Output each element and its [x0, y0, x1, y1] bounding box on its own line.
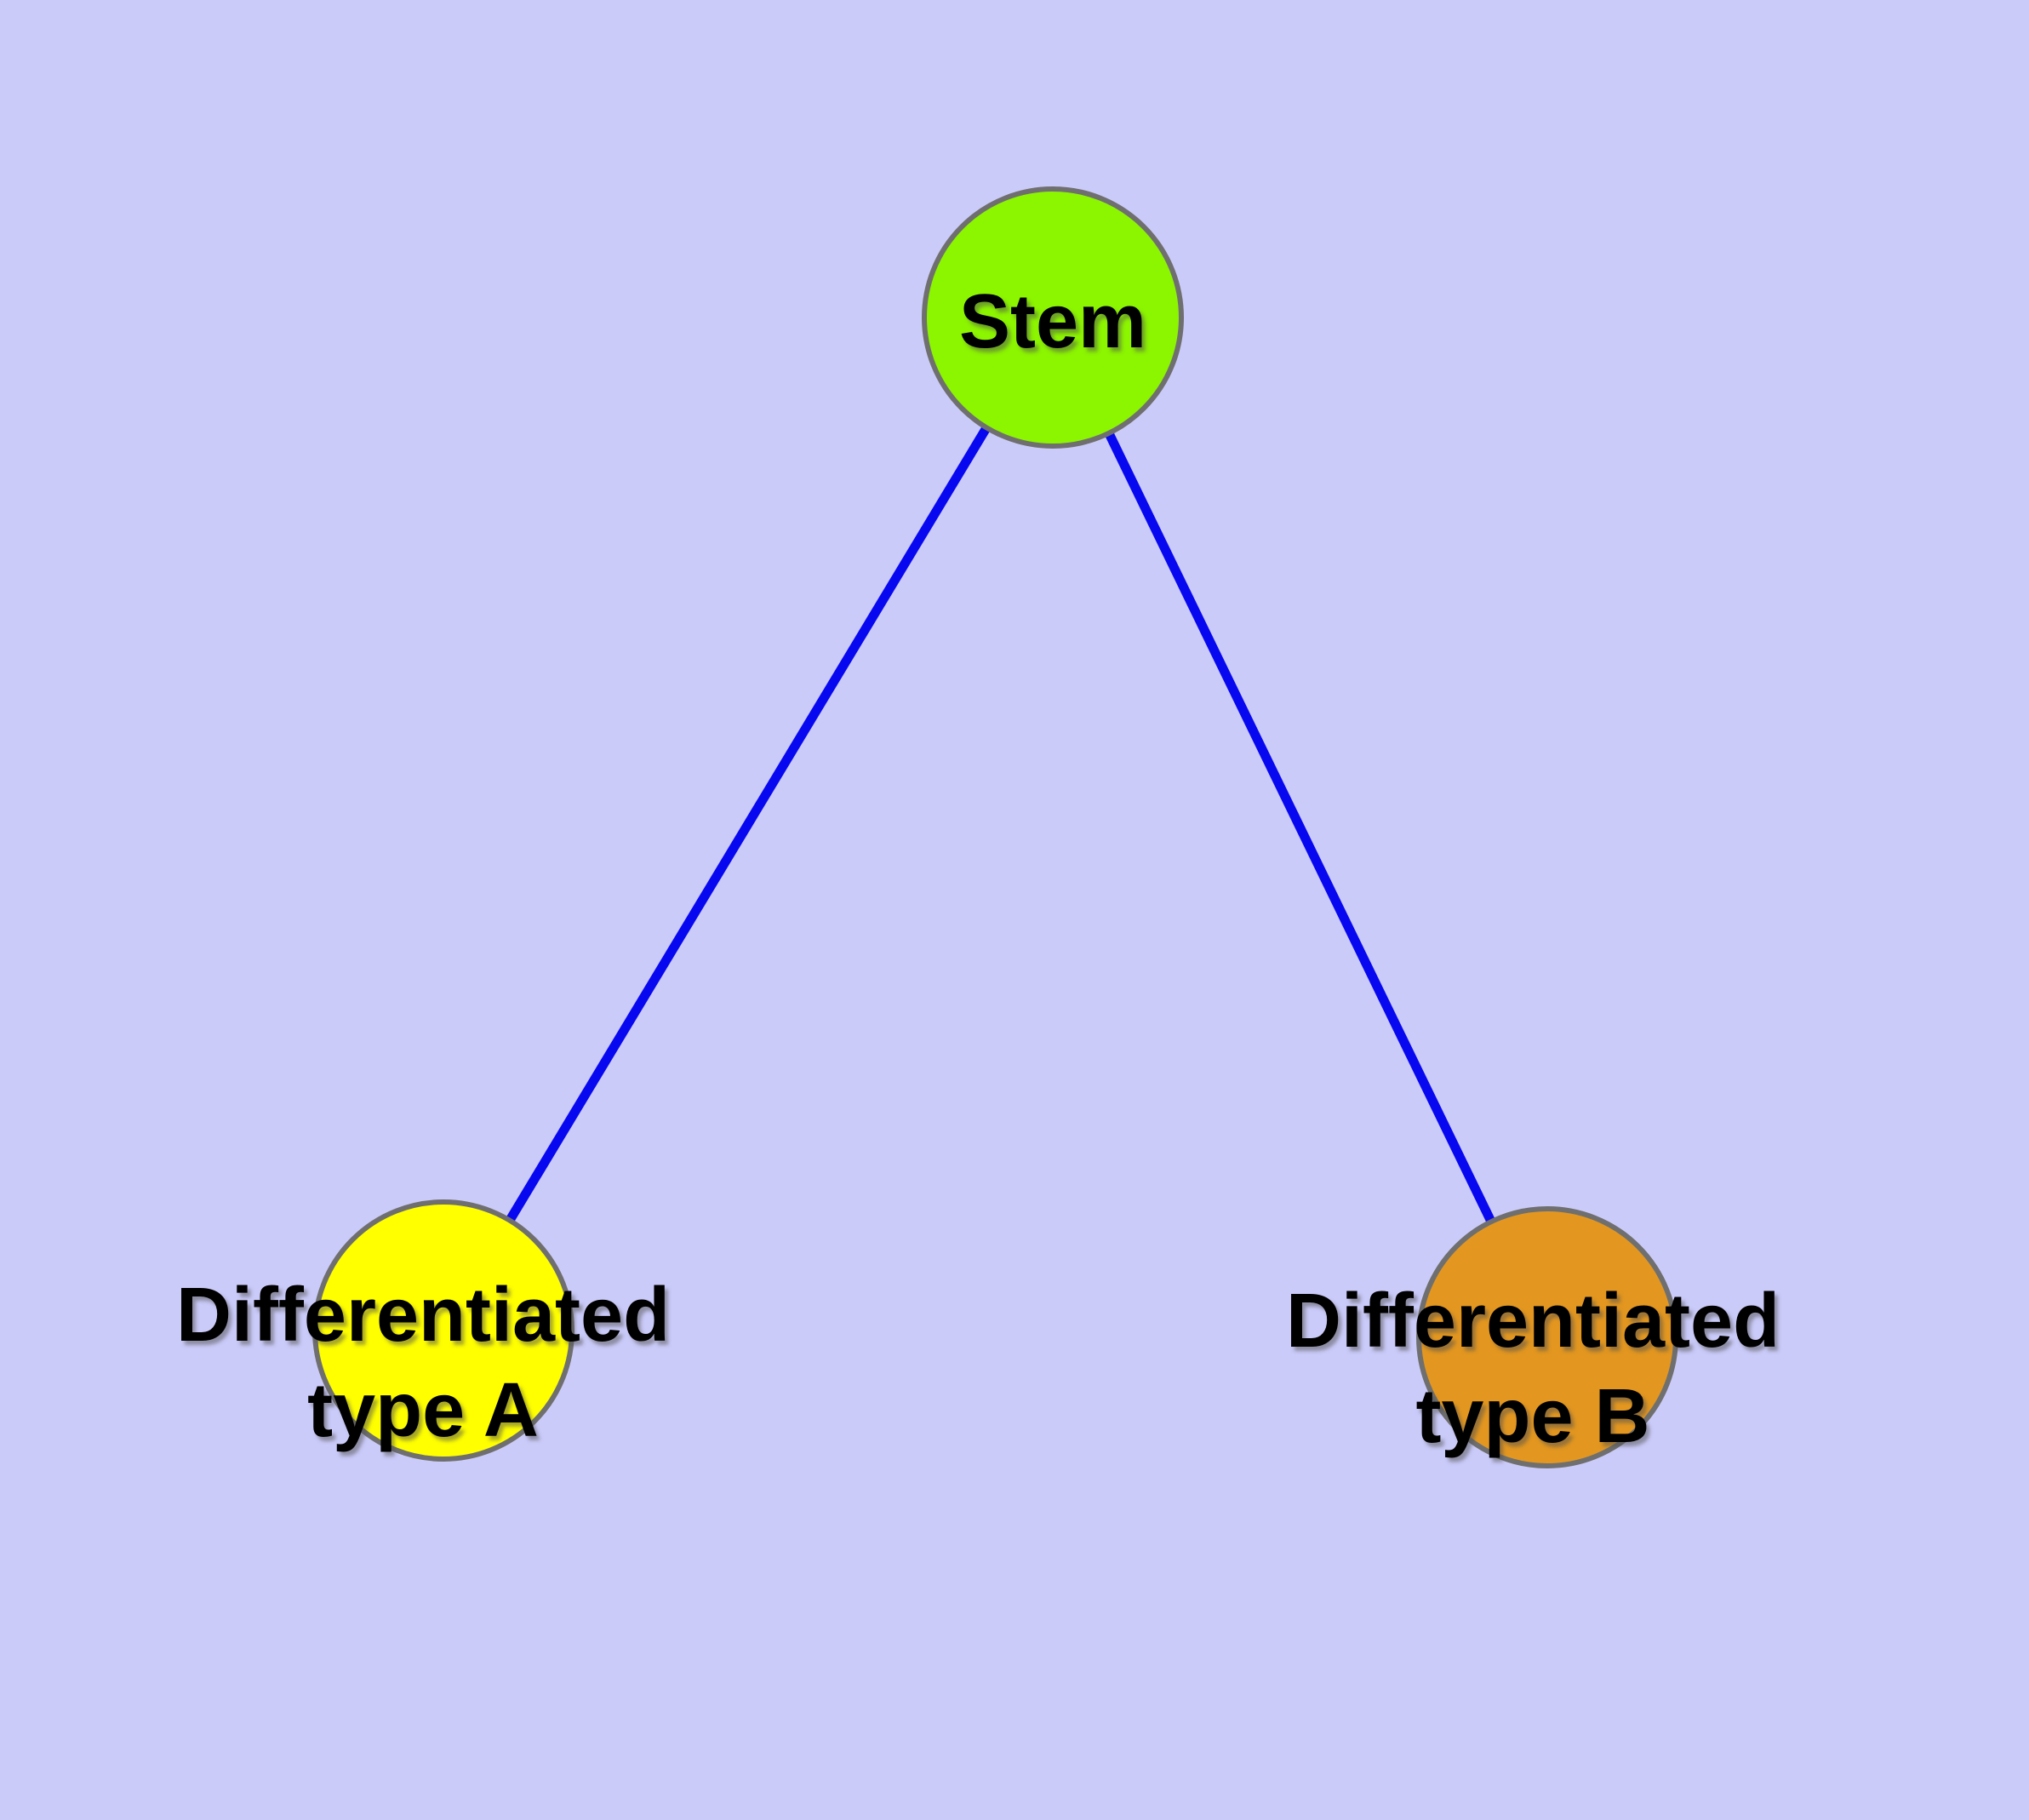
node-stem-circle[interactable] [922, 186, 1184, 449]
node-label-line-1: Stem [958, 279, 1147, 364]
edge-stem-to-differentiated-type-a[interactable] [439, 315, 1057, 1333]
node-differentiated-type-a-circle[interactable] [312, 1199, 574, 1462]
node-differentiated-type-b-label: Differentiated type B [1286, 1273, 1780, 1464]
node-label-line-2: type B [1415, 1374, 1650, 1459]
node-label-line-2: type A [307, 1368, 539, 1453]
node-label-line-1: Differentiated [175, 1273, 671, 1358]
node-stem-label: Stem [959, 274, 1146, 369]
node-differentiated-type-a-label: Differentiated type A [176, 1268, 670, 1458]
node-label-line-1: Differentiated [1285, 1279, 1780, 1364]
node-differentiated-type-b-circle[interactable] [1416, 1206, 1678, 1468]
edge-stem-to-differentiated-type-b[interactable] [1049, 315, 1552, 1340]
